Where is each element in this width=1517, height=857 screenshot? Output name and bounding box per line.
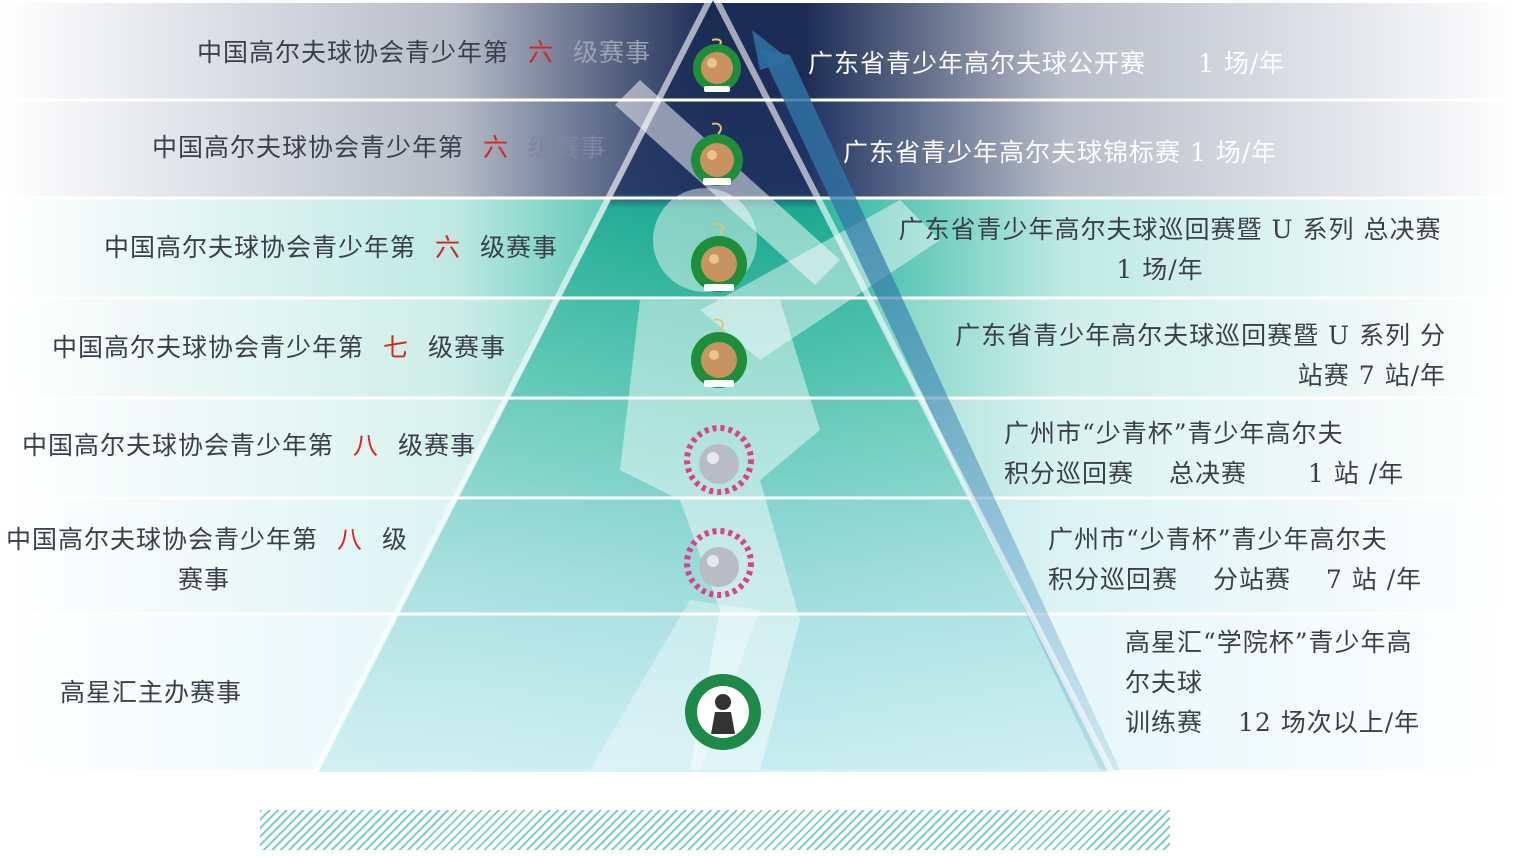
hatched-base-bar: [260, 810, 1170, 850]
level-label-text: 高星汇主办赛事: [60, 678, 243, 707]
logo-level-7: [683, 672, 763, 756]
logo-level-4: [690, 316, 748, 400]
guangzhou-golf-association-badge-icon: [684, 528, 754, 598]
event-description: 广东省青少年高尔夫球巡回赛暨 U 系列 总决赛: [898, 215, 1442, 244]
event-description: 高星汇“学院杯”青少年高: [1125, 628, 1413, 657]
pyramid-right-edge-highlight: [713, 0, 1115, 772]
event-description: 尔夫球: [1125, 668, 1204, 697]
guangzhou-golf-association-badge-icon: [684, 425, 754, 495]
level-7-left-label: 高星汇主办赛事: [60, 673, 242, 713]
level-label-suffix: 级赛事: [427, 333, 506, 362]
level-1-right-text: 广东省青少年高尔夫球公开赛 1 场/年: [808, 44, 1285, 84]
guangdong-junior-golf-badge-icon: [691, 318, 747, 388]
level-5-left-label: 中国高尔夫球协会青少年第 八 级赛事: [22, 426, 476, 466]
level-6-left-label: 中国高尔夫球协会青少年第 八 级: [6, 520, 408, 560]
level-5-right-text: 广州市“少青杯”青少年高尔夫 积分巡回赛 总决赛 1 站 /年: [1004, 414, 1404, 494]
rising-arrow-icon: [760, 50, 1120, 770]
level-label-suffix: 级赛事: [527, 133, 606, 162]
level-label-suffix: 级: [381, 525, 408, 554]
level-7-right-text: 高星汇“学院杯”青少年高 尔夫球 训练赛 12 场次以上/年: [1125, 623, 1420, 743]
level-number: 六: [527, 38, 554, 67]
guangdong-junior-golf-badge-icon: [693, 38, 741, 92]
logo-level-6: [683, 527, 755, 603]
level-4-left-label: 中国高尔夫球协会青少年第 七 级赛事: [52, 328, 506, 368]
guangdong-junior-golf-badge-icon: [691, 222, 747, 292]
event-description: 积分巡回赛 分站赛 7 站 /年: [1048, 565, 1423, 594]
logo-level-1: [690, 36, 744, 100]
level-number: 六: [482, 133, 509, 162]
event-description: 积分巡回赛 总决赛 1 站 /年: [1004, 459, 1405, 488]
level-label-suffix: 级赛事: [572, 38, 651, 67]
level-number: 八: [352, 431, 379, 460]
level-6-left-label-line2: 赛事: [178, 560, 230, 600]
level-4-right-text: 广东省青少年高尔夫球巡回赛暨 U 系列 分 站赛 7 站/年: [946, 316, 1446, 396]
level-label-text: 中国高尔夫球协会青少年第: [52, 333, 365, 362]
event-description: 广州市“少青杯”青少年高尔夫: [1048, 525, 1388, 554]
level-label-suffix: 级赛事: [397, 431, 476, 460]
logo-level-3: [690, 220, 748, 302]
event-description: 广东省青少年高尔夫球公开赛 1 场/年: [808, 49, 1286, 78]
level-1-left-label: 中国高尔夫球协会青少年第 六 级赛事: [197, 33, 651, 73]
event-description: 训练赛 12 场次以上/年: [1125, 708, 1421, 737]
event-description: 站赛 7 站/年: [1297, 361, 1446, 390]
level-label-text: 中国高尔夫球协会青少年第: [104, 233, 417, 262]
level-2-left-label: 中国高尔夫球协会青少年第 六 级赛事: [152, 128, 606, 168]
logo-level-2: [690, 120, 744, 196]
level-number: 七: [382, 333, 409, 362]
level-number: 八: [336, 525, 363, 554]
event-description: 广州市“少青杯”青少年高尔夫: [1004, 419, 1344, 448]
level-label-text: 中国高尔夫球协会青少年第: [152, 133, 465, 162]
golf-future-star-club-badge-icon: [685, 674, 761, 750]
level-3-left-label: 中国高尔夫球协会青少年第 六 级赛事: [104, 228, 558, 268]
guangdong-junior-golf-badge-icon: [691, 122, 743, 186]
level-label-text: 中国高尔夫球协会青少年第: [22, 431, 335, 460]
level-label-text: 中国高尔夫球协会青少年第: [197, 38, 510, 67]
level-3-right-text: 广东省青少年高尔夫球巡回赛暨 U 系列 总决赛 1 场/年: [890, 210, 1450, 290]
level-6-right-text: 广州市“少青杯”青少年高尔夫 积分巡回赛 分站赛 7 站 /年: [1048, 520, 1422, 600]
level-label-text: 赛事: [178, 565, 231, 594]
level-2-right-text: 广东省青少年高尔夫球锦标赛 1 场/年: [843, 133, 1277, 173]
event-description: 广东省青少年高尔夫球锦标赛 1 场/年: [843, 138, 1278, 167]
event-description: 1 场/年: [1116, 255, 1204, 284]
level-label-text: 中国高尔夫球协会青少年第: [6, 525, 319, 554]
level-label-suffix: 级赛事: [479, 233, 558, 262]
level-number: 六: [434, 233, 461, 262]
logo-level-5: [683, 424, 755, 500]
event-description: 广东省青少年高尔夫球巡回赛暨 U 系列 分: [955, 321, 1446, 350]
